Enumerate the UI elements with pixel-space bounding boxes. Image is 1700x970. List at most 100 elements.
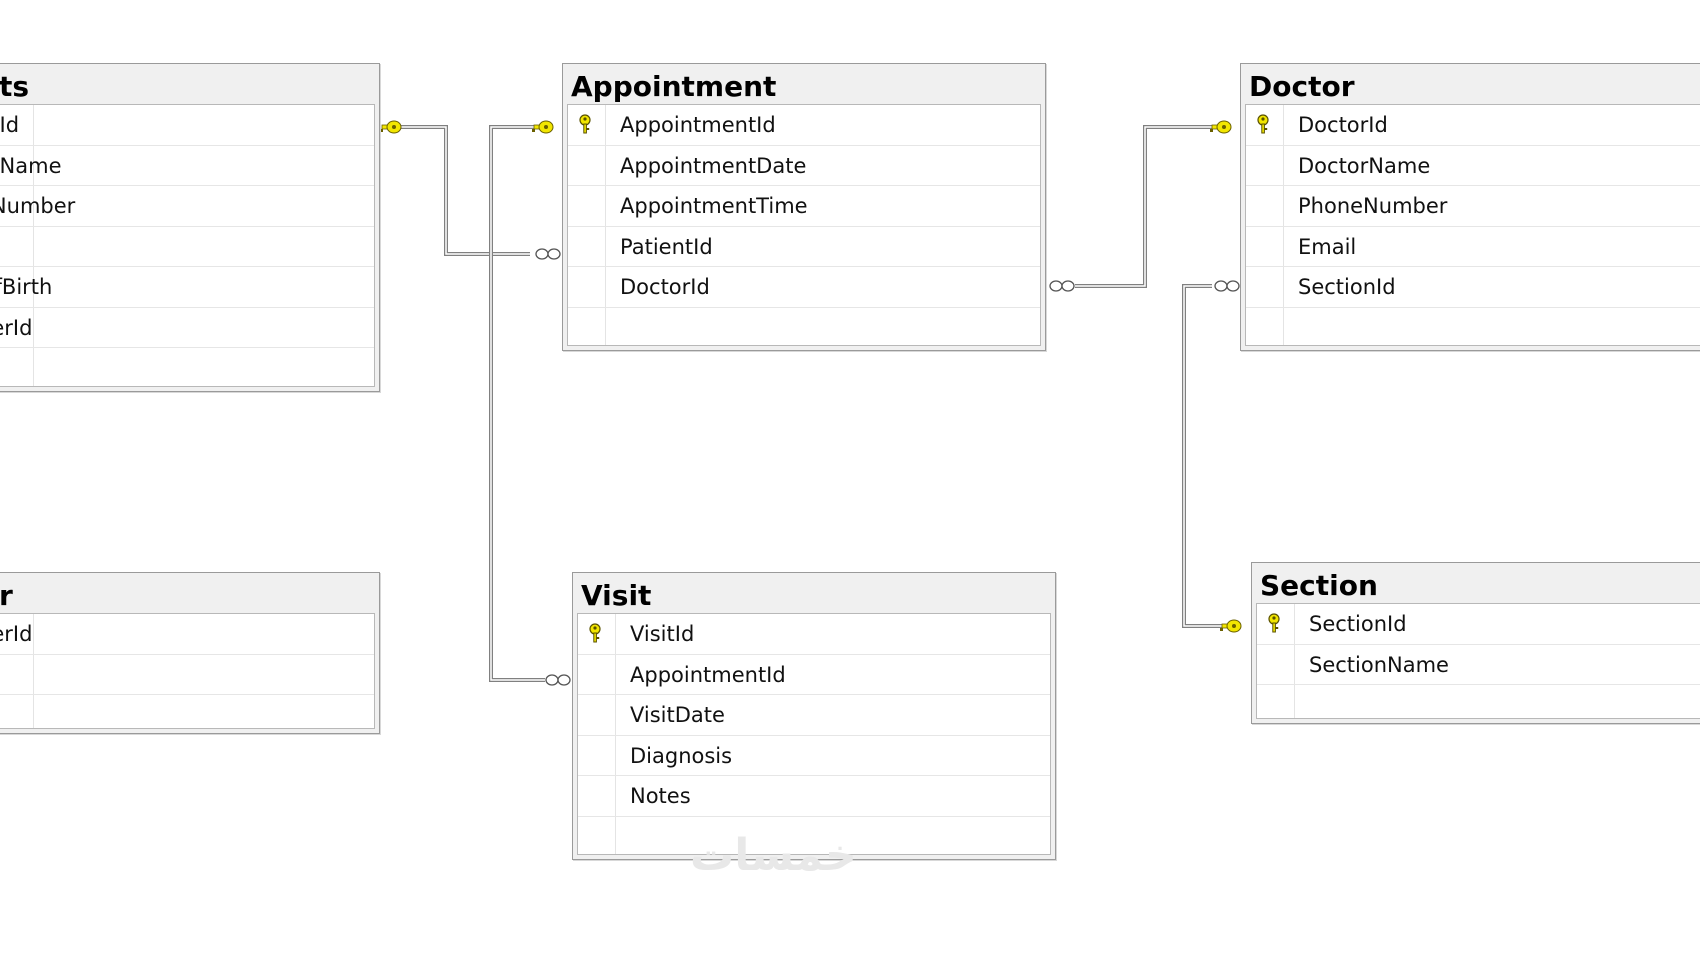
row-selector[interactable] (578, 735, 616, 775)
row-selector[interactable] (578, 776, 616, 816)
row-selector[interactable] (1246, 105, 1284, 145)
column-name: SectionId (1298, 275, 1396, 299)
row-selector[interactable] (0, 654, 34, 694)
column-name: VisitId (630, 622, 695, 646)
row-selector[interactable] (0, 267, 34, 307)
column-name: Notes (630, 784, 691, 808)
infinity-end-icon (545, 674, 571, 686)
row-selector[interactable] (578, 654, 616, 694)
infinity-end-icon (1214, 280, 1240, 292)
column-row[interactable]: Notes (578, 776, 1050, 817)
row-selector[interactable] (568, 267, 606, 307)
table-title: Section (1260, 569, 1378, 602)
empty-row (568, 307, 1040, 345)
row-selector (0, 695, 34, 728)
empty-row (1257, 685, 1700, 718)
row-selector[interactable] (0, 307, 34, 347)
empty-row (578, 816, 1050, 854)
column-row[interactable]: SectionId (1257, 604, 1700, 645)
column-name: SectionId (1309, 612, 1407, 636)
column-row[interactable]: derId (0, 307, 374, 348)
table-title: Doctor (1249, 70, 1355, 103)
row-selector[interactable] (1257, 644, 1295, 684)
row-selector[interactable] (568, 105, 606, 145)
row-selector[interactable] (0, 614, 34, 654)
key-end-icon (1210, 120, 1232, 134)
column-name: Diagnosis (630, 743, 733, 768)
column-row[interactable]: VisitId (578, 614, 1050, 655)
column-row[interactable]: Diagnosis (578, 735, 1050, 776)
column-row[interactable]: SectionId (1246, 267, 1700, 308)
column-row[interactable]: l (0, 226, 374, 267)
column-name: derId (0, 315, 33, 340)
column-row[interactable]: PhoneNumber (1246, 186, 1700, 227)
column-row[interactable]: Email (1246, 226, 1700, 267)
key-end-icon (532, 120, 554, 134)
table-columns: derId (0, 613, 375, 729)
relationship-line-inner (1183, 285, 1222, 627)
column-row[interactable]: DoctorId (1246, 105, 1700, 146)
column-row[interactable]: eNumber (0, 186, 374, 227)
key-end-icon (1220, 619, 1242, 633)
watermark: خمسات (690, 830, 857, 881)
primary-key-icon (589, 623, 601, 643)
row-selector[interactable] (0, 186, 34, 226)
row-selector[interactable] (568, 145, 606, 185)
column-row[interactable]: ntId (0, 105, 374, 146)
row-selector[interactable] (578, 695, 616, 735)
row-selector[interactable] (1246, 145, 1284, 185)
column-name: VisitDate (630, 703, 725, 727)
row-selector[interactable] (1246, 226, 1284, 266)
column-row[interactable]: DoctorId (568, 267, 1040, 308)
row-selector[interactable] (0, 145, 34, 185)
row-selector (578, 816, 616, 854)
relationship-line[interactable] (382, 125, 530, 256)
column-name: PatientId (620, 234, 713, 259)
column-row[interactable]: VisitDate (578, 695, 1050, 736)
relationship-line[interactable] (1182, 284, 1222, 628)
relationship-line[interactable] (489, 125, 545, 682)
primary-key-icon (1268, 613, 1280, 633)
row-selector[interactable] (568, 226, 606, 266)
table-gender[interactable]: r derId (0, 572, 380, 734)
column-row[interactable] (0, 654, 374, 695)
table-title: Visit (581, 579, 652, 612)
row-selector[interactable] (1246, 186, 1284, 226)
column-row[interactable]: AppointmentId (578, 654, 1050, 695)
row-selector[interactable] (568, 186, 606, 226)
table-title: r (0, 579, 13, 612)
primary-key-icon (579, 114, 591, 134)
column-row[interactable]: ntName (0, 145, 374, 186)
relationship-line[interactable] (1075, 125, 1212, 288)
column-name: AppointmentId (620, 113, 776, 137)
column-row[interactable]: AppointmentDate (568, 145, 1040, 186)
column-row[interactable]: PatientId (568, 226, 1040, 267)
column-name: AppointmentDate (620, 153, 807, 178)
column-row[interactable]: AppointmentTime (568, 186, 1040, 227)
column-name: derId (0, 622, 33, 646)
column-row[interactable]: derId (0, 614, 374, 655)
infinity-end-icon (535, 248, 561, 260)
column-row[interactable]: SectionName (1257, 644, 1700, 685)
table-title: ts (0, 70, 30, 103)
row-selector[interactable] (0, 226, 34, 266)
column-name: AppointmentId (630, 662, 786, 687)
row-selector[interactable] (0, 105, 34, 145)
column-row[interactable]: AppointmentId (568, 105, 1040, 146)
row-selector[interactable] (1257, 604, 1295, 644)
column-name: ntName (0, 153, 62, 178)
column-row[interactable]: OfBirth (0, 267, 374, 308)
column-row[interactable]: DoctorName (1246, 145, 1700, 186)
row-selector[interactable] (578, 614, 616, 654)
table-patients[interactable]: ts ntId ntName eNumberlOfBirth derId (0, 63, 380, 392)
row-selector (568, 307, 606, 345)
empty-row (1246, 307, 1700, 345)
row-selector[interactable] (1246, 267, 1284, 307)
relationship-line-inner (382, 126, 530, 255)
primary-key-icon (1257, 114, 1269, 134)
